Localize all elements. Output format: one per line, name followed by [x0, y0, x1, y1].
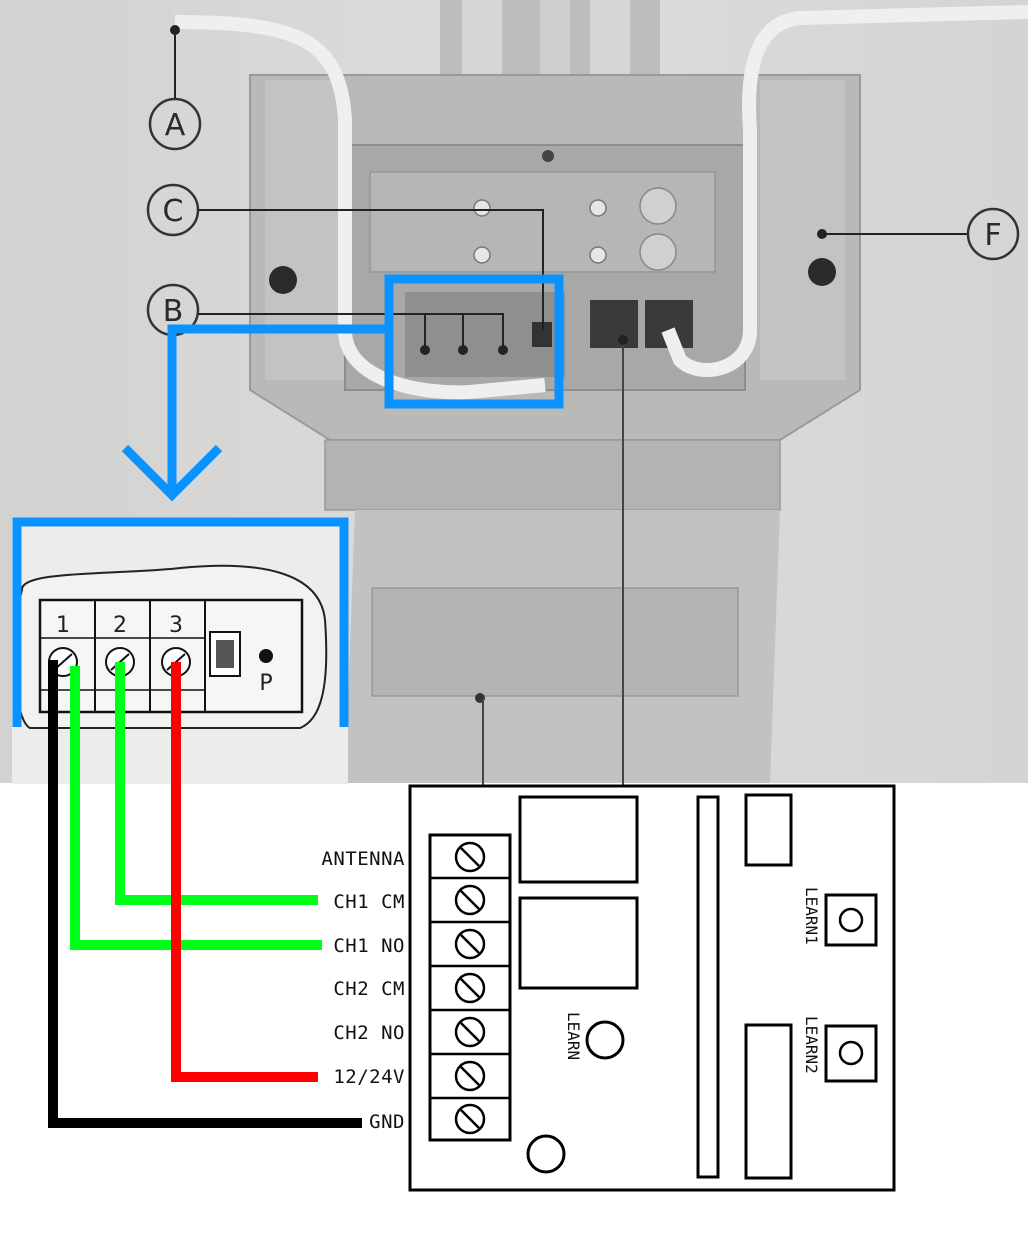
pin-label-ch1-cm: CH1 CM	[333, 891, 405, 913]
highlight-box	[384, 274, 564, 409]
callout-b-label: B	[163, 294, 184, 329]
terminal-1-label: 1	[56, 613, 70, 638]
wire-green-ch1-no	[70, 666, 322, 950]
pin-label-12-24v: 12/24V	[333, 1066, 405, 1088]
terminal-3-label: 3	[169, 613, 183, 638]
pin-label-gnd: GND	[369, 1111, 405, 1133]
pin-label-ch2-no: CH2 NO	[333, 1022, 405, 1044]
pin-labels: ANTENNA CH1 CM CH1 NO CH2 CM CH2 NO 12/2…	[321, 848, 405, 1133]
learn1-label: LEARN1	[802, 887, 821, 945]
pin-label-ch1-no: CH1 NO	[333, 935, 405, 957]
receiver-board: LEARN LEARN1 LEARN2	[408, 784, 896, 1192]
pin-label-antenna: ANTENNA	[321, 848, 405, 870]
highlight-overlay	[12, 274, 564, 727]
callout-f	[966, 207, 1020, 261]
learn-button[interactable]	[585, 1020, 625, 1060]
wires	[48, 660, 362, 1128]
learn2-button-dot	[838, 1040, 864, 1066]
callout-a	[148, 97, 202, 151]
callout-c-label: C	[163, 194, 184, 229]
callout-f-label: F	[984, 218, 1001, 253]
learn2-button[interactable]	[824, 1024, 878, 1083]
wire-red-12-24v	[171, 662, 318, 1082]
learn2-label: LEARN2	[802, 1016, 821, 1074]
callout-a-label: A	[165, 108, 186, 143]
down-arrow	[121, 444, 223, 502]
learn1-button-dot	[838, 907, 864, 933]
screw-terminals	[430, 841, 510, 1135]
zoom-bracket	[12, 517, 349, 727]
learn-label: LEARN	[564, 1012, 583, 1060]
wire-green-ch1-cm	[115, 662, 318, 905]
terminal-2-label: 2	[113, 613, 127, 638]
p-label: P	[259, 671, 272, 696]
pin-label-ch2-cm: CH2 CM	[333, 978, 405, 1000]
wire-black-gnd	[48, 660, 362, 1128]
